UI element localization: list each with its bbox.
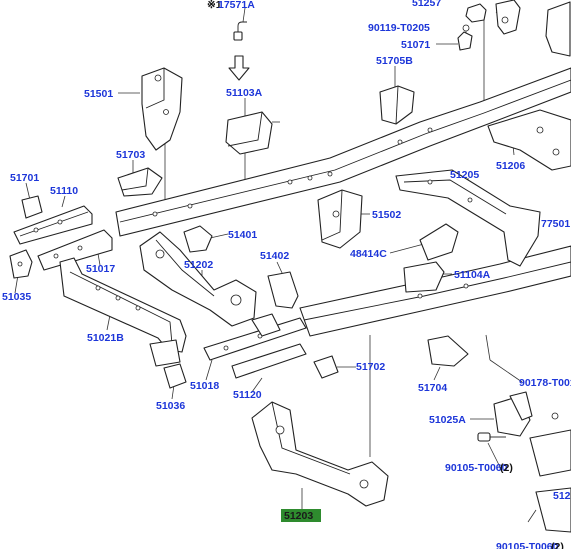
part-51035-drawing	[9, 249, 33, 279]
label-90105-t0060-b-qty: (2)	[551, 541, 564, 549]
bracket-51705b-drawing	[379, 85, 415, 125]
bracket-51502-drawing	[317, 189, 363, 249]
label-51701[interactable]: 51701	[10, 172, 39, 184]
label-51021b[interactable]: 51021B	[87, 332, 124, 344]
crossmember-51206-drawing	[487, 109, 571, 171]
label-77501[interactable]: 77501	[541, 218, 570, 230]
pipe-17571a-drawing	[228, 21, 250, 81]
crossmember-51205-drawing	[395, 169, 541, 267]
label-51401[interactable]: 51401	[228, 229, 257, 241]
bracket-51025a-drawing	[477, 391, 571, 533]
crossmember-51021b-drawing	[59, 257, 187, 367]
part-51036-drawing	[163, 363, 187, 389]
label-90105-t0060-a-qty: (2)	[500, 462, 513, 474]
label-90105-t0060-b[interactable]: 90105-T0060	[496, 541, 559, 549]
label-51104a[interactable]: 51104A	[454, 269, 491, 281]
part-51402-drawing	[267, 271, 299, 309]
label-90178-t001[interactable]: 90178-T001	[519, 377, 571, 389]
label-51705b[interactable]: 51705B	[376, 55, 413, 67]
part-51704-drawing	[427, 335, 469, 367]
frame-rail-drawing	[115, 67, 571, 237]
label-51702[interactable]: 51702	[356, 361, 385, 373]
brackets-51018-51120-drawing	[203, 313, 307, 379]
label-90119-t0205[interactable]: 90119-T0205	[368, 22, 430, 34]
part-51702-drawing	[313, 355, 339, 379]
label-51502[interactable]: 51502	[372, 209, 401, 221]
label-51205[interactable]: 51205	[450, 169, 479, 181]
label-51402[interactable]: 51402	[260, 250, 289, 262]
lower-frame-rail-drawing	[299, 245, 571, 337]
label-51018[interactable]: 51018	[190, 380, 219, 392]
bracket-51703-drawing	[117, 167, 163, 197]
label-512[interactable]: 512	[553, 490, 571, 502]
label-51110[interactable]: 51110	[50, 185, 78, 197]
label-51017[interactable]: 51017	[86, 263, 115, 275]
highlight-51203	[281, 509, 321, 522]
label-51071[interactable]: 51071	[401, 39, 430, 51]
label-51120[interactable]: 51120	[233, 389, 262, 401]
bracket-51103a-drawing	[225, 111, 280, 155]
part-51104a-drawing	[403, 261, 445, 293]
top-right-bracket-drawing	[457, 0, 571, 57]
label-48414c[interactable]: 48414C	[350, 248, 387, 260]
part-48414c-drawing	[419, 223, 459, 261]
bracket-51501-drawing	[141, 67, 183, 151]
label-51202[interactable]: 51202	[184, 259, 213, 271]
label-51703[interactable]: 51703	[116, 149, 145, 161]
label-51257[interactable]: 51257	[412, 0, 441, 9]
label-51035[interactable]: 51035	[2, 291, 31, 303]
label-51704[interactable]: 51704	[418, 382, 447, 394]
label-51036[interactable]: 51036	[156, 400, 185, 412]
note-mark-17571a: ※1	[207, 0, 222, 11]
label-51103a[interactable]: 51103A	[226, 87, 263, 99]
crossmember-51203-drawing	[251, 401, 389, 507]
crossmember-51202-drawing	[139, 225, 257, 327]
label-90105-t0060-a[interactable]: 90105-T0060	[445, 462, 508, 474]
label-51501[interactable]: 51501	[84, 88, 113, 100]
label-51203[interactable]: 51203	[284, 510, 313, 522]
label-17571a[interactable]: 17571A	[218, 0, 255, 11]
label-51025a[interactable]: 51025A	[429, 414, 466, 426]
left-brackets-drawing	[13, 195, 113, 271]
label-51206[interactable]: 51206	[496, 160, 525, 172]
